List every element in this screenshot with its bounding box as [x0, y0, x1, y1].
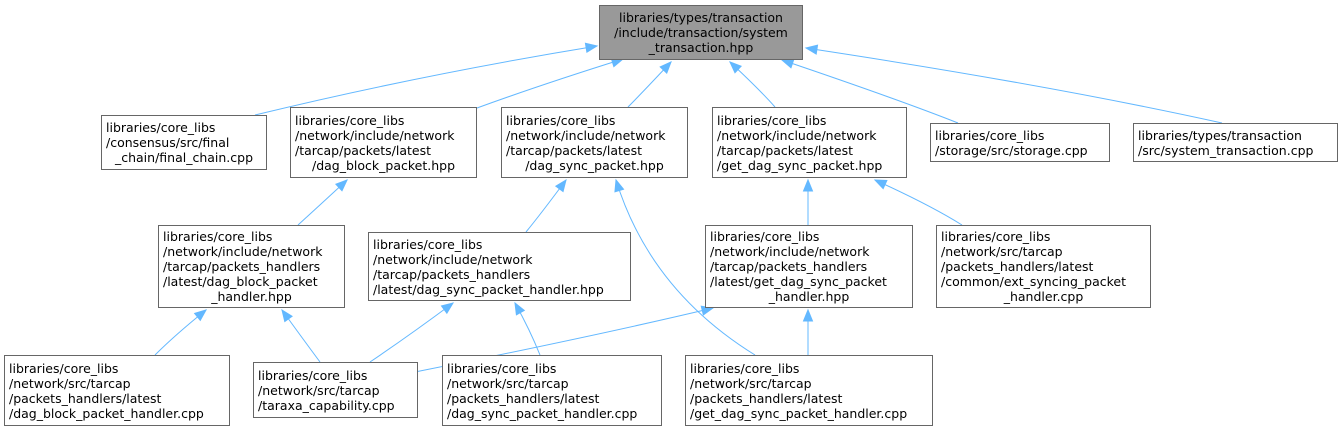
arrowhead — [804, 44, 819, 55]
dependency-edge — [781, 59, 959, 124]
node-line: /get_dag_sync_packet.hpp — [717, 157, 883, 173]
node-line: /consensus/src/final — [106, 135, 230, 150]
dependency-edge — [615, 179, 756, 356]
node-line: /network/include/network — [163, 244, 323, 259]
node-ext-syncing-packet-handler-cpp[interactable]: libraries/core_libs /network/src/tarcap … — [936, 225, 1151, 308]
node-get-dag-sync-packet-handler-hpp[interactable]: libraries/core_libs /network/include/net… — [705, 225, 913, 308]
node-line: /network/src/tarcap — [447, 375, 569, 391]
node-line: /network/include/network — [717, 127, 877, 143]
node-line: libraries/core_libs — [9, 360, 119, 376]
node-line: /network/src/tarcap — [258, 382, 380, 398]
node-line: /dag_sync_packet.hpp — [525, 157, 664, 173]
node-dag-sync-packet-hpp[interactable]: libraries/core_libs /network/include/net… — [501, 107, 688, 178]
node-line: _handler.hpp — [211, 289, 292, 304]
arrowhead — [554, 178, 567, 193]
node-line: /tarcap/packets/latest — [506, 142, 643, 158]
dependency-edge — [254, 45, 598, 116]
node-line: _handler.cpp — [1003, 289, 1084, 304]
node-line: _chain/final_chain.cpp — [114, 150, 254, 165]
node-dag-block-packet-handler-cpp[interactable]: libraries/core_libs /network/src/tarcap … — [4, 355, 230, 426]
node-line: /tarcap/packets/latest — [295, 142, 432, 158]
node-taraxa-capability-cpp[interactable]: libraries/core_libs /network/src/tarcap … — [253, 362, 418, 418]
dependency-edge — [805, 47, 1223, 124]
node-line: libraries/core_libs — [258, 367, 368, 383]
node-line: /network/include/network — [295, 127, 455, 143]
node-line: libraries/core_libs — [710, 229, 820, 244]
arrowhead — [440, 302, 455, 315]
node-system-transaction-hpp: libraries/types/transaction /include/tra… — [599, 5, 803, 60]
node-line: libraries/core_libs — [163, 229, 273, 244]
node-line: /packets_handlers/latest — [690, 390, 843, 406]
dependency-edge — [874, 179, 963, 226]
arrowhead — [802, 308, 814, 322]
node-line: _handler.hpp — [768, 289, 850, 304]
node-line: /tarcap/packets_handlers — [710, 259, 868, 274]
dependency-edge — [476, 58, 624, 109]
node-line: libraries/core_libs — [373, 236, 483, 252]
node-line: libraries/types/transaction — [1138, 127, 1302, 143]
node-line: /tarcap/packets_handlers — [373, 266, 531, 282]
arrowhead — [873, 179, 888, 190]
node-get-dag-sync-packet-hpp[interactable]: libraries/core_libs /network/include/net… — [712, 107, 907, 178]
node-dag-block-packet-hpp[interactable]: libraries/core_libs /network/include/net… — [290, 107, 477, 178]
node-line: libraries/core_libs — [941, 229, 1051, 244]
node-line: libraries/core_libs — [106, 120, 216, 135]
node-line: libraries/core_libs — [717, 112, 827, 128]
node-line: /network/include/network — [506, 127, 666, 143]
node-dag-sync-packet-handler-hpp[interactable]: libraries/core_libs /network/include/net… — [368, 232, 631, 301]
dependency-edge — [369, 302, 454, 363]
node-line: /packets_handlers/latest — [447, 390, 600, 406]
node-line: /get_dag_sync_packet_handler.cpp — [690, 405, 908, 421]
node-line: libraries/core_libs — [506, 112, 616, 128]
node-line: /tarcap/packets_handlers — [163, 259, 321, 274]
node-line: /dag_block_packet.hpp — [311, 157, 456, 173]
node-line: /dag_block_packet_handler.cpp — [9, 405, 204, 421]
node-line: /src/system_transaction.cpp — [1138, 142, 1314, 158]
node-final-chain-cpp[interactable]: libraries/core_libs /consensus/src/final… — [101, 115, 267, 170]
node-dag-sync-packet-handler-cpp[interactable]: libraries/core_libs /network/src/tarcap … — [442, 355, 662, 426]
node-line: libraries/core_libs — [447, 360, 557, 376]
node-line: /network/include/network — [710, 244, 870, 259]
node-line: /include/transaction/system — [614, 25, 788, 40]
arrowhead — [614, 178, 625, 193]
arrowhead — [334, 179, 348, 192]
node-line: /taraxa_capability.cpp — [258, 397, 395, 413]
node-line: /storage/src/storage.cpp — [935, 142, 1088, 158]
node-line: /network/include/network — [373, 251, 533, 267]
node-line: /network/src/tarcap — [941, 244, 1063, 259]
arrowhead — [193, 309, 208, 322]
arrowhead — [281, 308, 293, 323]
node-line: /common/ext_syncing_packet — [941, 274, 1127, 289]
node-line: _transaction.hpp — [648, 40, 754, 55]
node-line: /latest/get_dag_sync_packet — [710, 274, 887, 289]
node-line: /tarcap/packets/latest — [717, 142, 854, 158]
arrowhead — [514, 301, 526, 316]
node-line: /packets_handlers/latest — [9, 390, 162, 406]
node-line: /network/src/tarcap — [9, 375, 131, 391]
node-line: /latest/dag_sync_packet_handler.hpp — [373, 281, 604, 297]
arrowhead — [780, 58, 795, 69]
arrowhead — [802, 178, 814, 192]
node-storage-cpp[interactable]: libraries/core_libs /storage/src/storage… — [930, 123, 1110, 162]
arrowhead — [659, 61, 672, 74]
node-dag-block-packet-handler-hpp[interactable]: libraries/core_libs /network/include/net… — [158, 225, 345, 308]
node-system-transaction-cpp[interactable]: libraries/types/transaction /src/system_… — [1133, 123, 1338, 162]
arrowhead — [729, 61, 742, 74]
node-line: /packets_handlers/latest — [941, 259, 1094, 274]
node-line: /network/src/tarcap — [690, 375, 812, 391]
node-line: libraries/types/transaction — [619, 10, 783, 25]
node-line: libraries/core_libs — [690, 360, 800, 376]
node-line: /latest/dag_block_packet — [163, 274, 318, 289]
node-get-dag-sync-packet-handler-cpp[interactable]: libraries/core_libs /network/src/tarcap … — [685, 355, 933, 426]
node-line: /dag_sync_packet_handler.cpp — [447, 405, 638, 421]
node-line: libraries/core_libs — [295, 112, 405, 128]
node-line: libraries/core_libs — [935, 127, 1045, 143]
arrowhead — [584, 42, 599, 54]
